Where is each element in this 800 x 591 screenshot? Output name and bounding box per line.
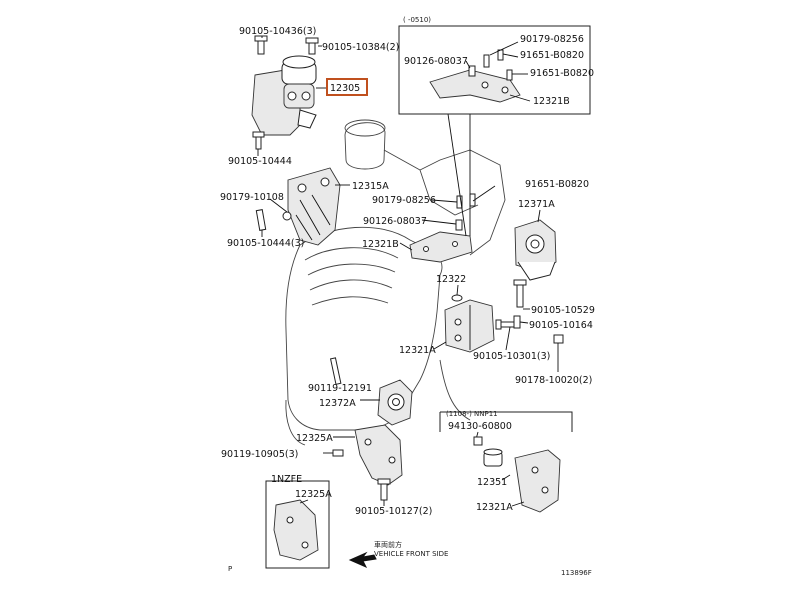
label-90105-10127: 90105-10127(2) bbox=[355, 506, 432, 517]
inset-label-90126-08037: 90126-08037 bbox=[404, 56, 468, 67]
bolt-90105-10127 bbox=[377, 478, 391, 501]
label-90105-10529: 90105-10529 bbox=[531, 305, 595, 316]
inset-label-91651-B0820-b: 91651-B0820 bbox=[530, 68, 594, 79]
leader-lines bbox=[257, 36, 559, 506]
label-90126-08037: 90126-08037 bbox=[363, 216, 427, 227]
label-90105-10436: 90105-10436(3) bbox=[239, 26, 316, 37]
label-12371A: 12371A bbox=[518, 199, 555, 210]
inset-right bbox=[439, 411, 573, 513]
mount-12371A bbox=[514, 219, 557, 281]
inset-label-12325A: 12325A bbox=[295, 489, 332, 500]
label-90105-10444-3: 90105-10444(3) bbox=[227, 238, 304, 249]
bolt-90105-10164 bbox=[513, 315, 521, 329]
label-90105-10384: 90105-10384(2) bbox=[322, 42, 399, 53]
inset-right-header: (1108-) NNP11 bbox=[446, 410, 498, 418]
drawing-number: 113896F bbox=[561, 569, 592, 577]
washer-12322 bbox=[451, 294, 463, 302]
bolt-90119-12191 bbox=[329, 357, 342, 385]
vehicle-front-en: VEHICLE FRONT SIDE bbox=[374, 550, 448, 558]
vehicle-front-arrow-icon bbox=[348, 551, 377, 569]
inset-label-12321B: 12321B bbox=[533, 96, 570, 107]
corner-p: P bbox=[228, 565, 232, 573]
label-12372A: 12372A bbox=[319, 398, 356, 409]
bracket-12315A bbox=[287, 167, 341, 246]
label-90105-10164: 90105-10164 bbox=[529, 320, 593, 331]
part-labels: 90105-10436(3) 90105-10384(2) 12305 9010… bbox=[220, 16, 595, 577]
label-90119-12191: 90119-12191 bbox=[308, 383, 372, 394]
bolt-90126-08037 bbox=[455, 219, 463, 231]
label-12325A: 12325A bbox=[296, 433, 333, 444]
bolt-90105-10444 bbox=[252, 131, 265, 150]
label-12322: 12322 bbox=[436, 274, 466, 285]
inset-bottom bbox=[265, 480, 330, 569]
label-94130-60800: 94130-60800 bbox=[448, 421, 512, 432]
label-12351: 12351 bbox=[477, 477, 507, 488]
inset-label-91651-B0820-a: 91651-B0820 bbox=[520, 50, 584, 61]
inset-callout-lines bbox=[447, 113, 471, 237]
bracket-12321B bbox=[409, 231, 473, 263]
label-91651-B0820: 91651-B0820 bbox=[525, 179, 589, 190]
label-90119-10905: 90119-10905(3) bbox=[221, 449, 298, 460]
label-12315A: 12315A bbox=[352, 181, 389, 192]
engine-outline bbox=[285, 119, 506, 446]
inset-bottom-header: 1NZFE bbox=[271, 474, 302, 485]
bolt-90119-10905 bbox=[332, 449, 344, 457]
label-90178-10020: 90178-10020(2) bbox=[515, 375, 592, 386]
bolt-90105-10301 bbox=[495, 319, 515, 330]
nut-90178-10020 bbox=[553, 334, 564, 344]
label-12321B: 12321B bbox=[362, 239, 399, 250]
bracket-12321A bbox=[444, 299, 495, 353]
inset-top-header: ( -0510) bbox=[403, 16, 431, 24]
label-12321A-inset: 12321A bbox=[476, 502, 513, 513]
label-90179-10108: 90179-10108 bbox=[220, 192, 284, 203]
mount-12372A bbox=[377, 379, 413, 426]
label-90105-10444: 90105-10444 bbox=[228, 156, 292, 167]
inset-top bbox=[398, 25, 591, 115]
engine-mount-12305 bbox=[251, 55, 317, 136]
bolt-90105-10529 bbox=[513, 279, 527, 308]
bracket-12325A bbox=[354, 424, 403, 486]
label-90105-10301: 90105-10301(3) bbox=[473, 351, 550, 362]
bolt-90105-10436 bbox=[254, 35, 268, 55]
inset-label-90179-08256: 90179-08256 bbox=[520, 34, 584, 45]
bolt-90105-10384 bbox=[305, 37, 319, 55]
highlight-box-12305 bbox=[326, 78, 368, 96]
label-12321A: 12321A bbox=[399, 345, 436, 356]
bolt-90105-10444-3 bbox=[255, 209, 267, 231]
bolt-90179-10108 bbox=[282, 211, 292, 221]
label-90179-08256: 90179-08256 bbox=[372, 195, 436, 206]
vehicle-front-cn: 車両前方 bbox=[374, 540, 402, 549]
label-12305: 12305 bbox=[330, 83, 360, 94]
